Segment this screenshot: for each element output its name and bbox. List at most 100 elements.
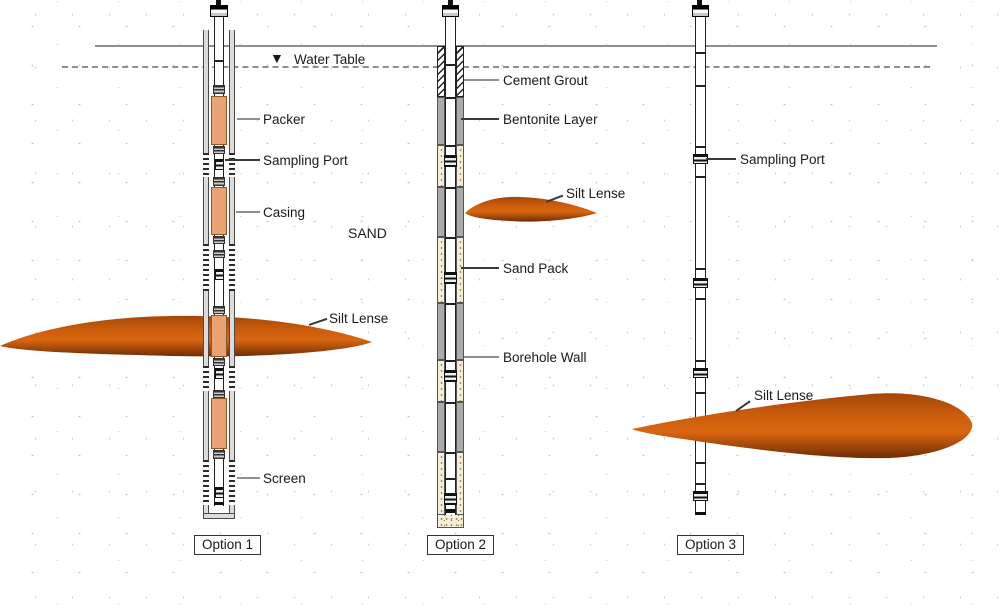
well2-cap bbox=[442, 5, 459, 17]
well3-tube-joint bbox=[695, 176, 706, 178]
well1-port-screen bbox=[203, 244, 209, 291]
well2-tube-joint bbox=[445, 478, 456, 480]
well3-tube-joint bbox=[695, 392, 706, 394]
cement-grout-leader bbox=[464, 79, 499, 81]
well1-bottom-right bbox=[229, 505, 235, 519]
well2-inner-tube bbox=[445, 17, 456, 515]
well3-sampling-port bbox=[693, 278, 708, 288]
well1-casing-wall bbox=[203, 291, 209, 366]
silt-lense-2-label: Silt Lense bbox=[566, 186, 626, 201]
well2-bentonite bbox=[437, 402, 445, 452]
well1-casing-wall bbox=[229, 391, 235, 460]
well1-packer bbox=[211, 96, 227, 145]
well2-cement-grout bbox=[456, 46, 464, 97]
well1-tube-joint bbox=[214, 60, 224, 62]
well2-tube-joint bbox=[445, 145, 456, 147]
well1-connector bbox=[213, 177, 225, 186]
water-table-line bbox=[62, 66, 930, 68]
well2-bentonite bbox=[456, 187, 464, 237]
well2-sand-pack bbox=[437, 452, 445, 515]
option-2-box: Option 2 bbox=[427, 535, 495, 555]
well1-casing-wall bbox=[229, 30, 235, 153]
well2-bentonite bbox=[437, 97, 445, 145]
well3-tube-joint bbox=[695, 85, 706, 87]
sand-pack-leader bbox=[461, 267, 499, 269]
well2-bottom-sand bbox=[437, 514, 464, 528]
well3-sampling-port bbox=[693, 368, 708, 378]
well3-tube-foot bbox=[695, 512, 706, 515]
well1-screen bbox=[229, 460, 235, 505]
well2-tube-joint bbox=[445, 402, 456, 404]
casing-leader bbox=[236, 211, 260, 213]
bentonite-label: Bentonite Layer bbox=[503, 112, 598, 127]
well1-connector bbox=[213, 250, 225, 258]
well2-sand-pack bbox=[437, 237, 445, 303]
well2-bentonite bbox=[437, 187, 445, 237]
well1-tube-foot bbox=[214, 502, 224, 505]
well3-tube-joint bbox=[695, 462, 706, 464]
well3-tube-joint bbox=[695, 483, 706, 485]
borehole-wall-label: Borehole Wall bbox=[503, 350, 587, 365]
well2-antenna bbox=[448, 0, 453, 6]
well1-casing-wall bbox=[229, 177, 235, 244]
well3-tube-joint bbox=[695, 298, 706, 300]
well2-tube-joint bbox=[445, 452, 456, 454]
packer-label: Packer bbox=[263, 112, 306, 127]
well2-bentonite bbox=[456, 97, 464, 145]
sampling-port-3-label: Sampling Port bbox=[740, 152, 825, 167]
well1-screen bbox=[203, 460, 209, 505]
well2-sampling-port bbox=[444, 155, 457, 167]
well2-sand-pack bbox=[456, 452, 464, 515]
well3-tube-joint bbox=[695, 146, 706, 148]
well1-connector bbox=[213, 306, 225, 314]
well1-connector bbox=[213, 85, 225, 94]
well3-tube bbox=[695, 16, 706, 515]
screen-label: Screen bbox=[263, 471, 306, 486]
well1-inner-tube bbox=[214, 16, 224, 506]
packer-leader bbox=[237, 118, 260, 120]
well2-sand-pack bbox=[456, 145, 464, 187]
well1-casing-wall bbox=[203, 177, 209, 244]
well3-sampling-port bbox=[693, 491, 708, 501]
well2-bentonite bbox=[456, 303, 464, 360]
ground-surface-line bbox=[95, 45, 937, 47]
well1-bottom-left bbox=[203, 505, 209, 519]
well1-port-screen bbox=[203, 366, 209, 391]
well1-cap bbox=[210, 5, 228, 17]
well1-casing-wall bbox=[203, 30, 209, 153]
well1-connector bbox=[213, 450, 225, 459]
well2-cement-grout bbox=[437, 46, 445, 97]
well3-tube-joint bbox=[695, 268, 706, 270]
silt-lense-blob-2 bbox=[465, 196, 597, 222]
well2-tube-joint bbox=[445, 187, 456, 189]
silt-lense-blob-3 bbox=[632, 393, 973, 459]
silt-lense-blob-1 bbox=[0, 315, 372, 357]
well2-bentonite bbox=[456, 402, 464, 452]
sampling-port-leader bbox=[225, 159, 260, 161]
casing-label: Casing bbox=[263, 205, 306, 220]
well1-port-screen bbox=[203, 153, 209, 177]
screen-leader bbox=[237, 477, 260, 479]
well3-tube-joint bbox=[695, 52, 706, 54]
well1-packer bbox=[211, 315, 227, 357]
well3-tube-joint bbox=[695, 360, 706, 362]
cement-grout-label: Cement Grout bbox=[503, 73, 588, 88]
sand-label: SAND bbox=[348, 225, 387, 241]
well2-sampling-port bbox=[444, 272, 457, 284]
well2-bentonite bbox=[437, 303, 445, 360]
borehole-wall-leader bbox=[464, 356, 499, 358]
well2-tube-joint bbox=[445, 97, 456, 99]
well1-packer bbox=[211, 187, 227, 235]
water-table-label: Water Table bbox=[294, 52, 366, 67]
sampling-port-3-leader bbox=[706, 158, 736, 160]
well1-casing-wall bbox=[229, 291, 235, 366]
well2-tube-joint bbox=[445, 303, 456, 305]
silt-lense-1-label: Silt Lense bbox=[329, 311, 389, 326]
well1-port-screen bbox=[229, 366, 235, 391]
water-table-triangle-icon: ▼ bbox=[270, 50, 284, 66]
well2-tube-joint bbox=[445, 64, 456, 66]
well1-port-screen bbox=[229, 153, 235, 177]
bentonite-leader bbox=[461, 118, 499, 120]
well2-sand-pack bbox=[456, 360, 464, 402]
